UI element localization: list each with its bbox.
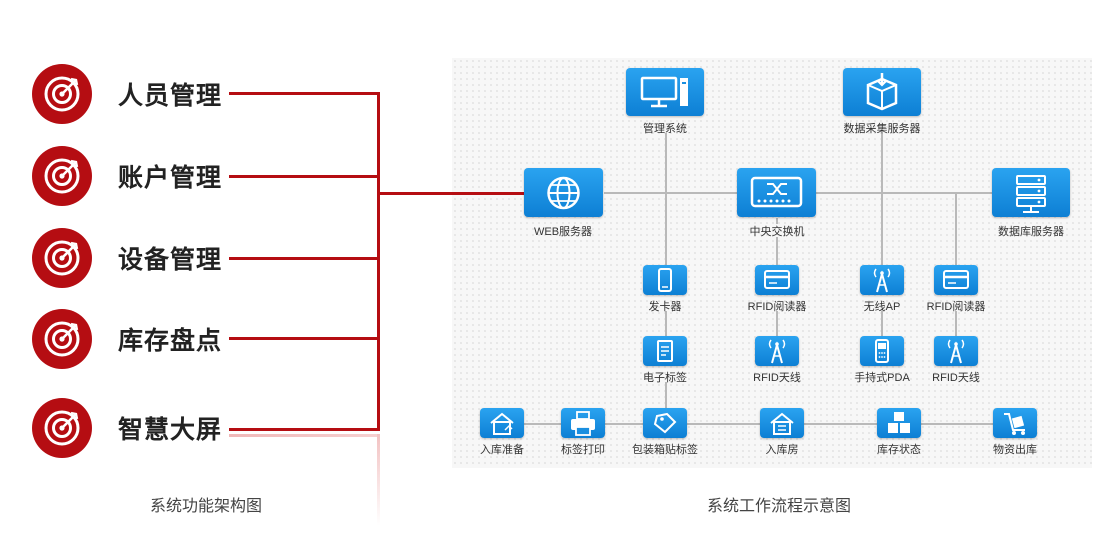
target-icon — [32, 228, 92, 288]
module-account: 账户管理 — [32, 146, 221, 206]
node-label: WEB服务器 — [533, 226, 593, 238]
flow-line — [665, 382, 667, 408]
module-personnel: 人员管理 — [32, 64, 221, 124]
node-label: RFID天线 — [932, 372, 980, 384]
flow-line — [881, 133, 883, 265]
globe-icon — [524, 168, 603, 217]
flow-line — [665, 311, 667, 336]
warehouse-icon — [760, 408, 804, 438]
flow-line — [881, 311, 883, 336]
target-icon — [32, 146, 92, 206]
node-label: 电子标签 — [643, 372, 687, 384]
node-label: RFID天线 — [753, 372, 801, 384]
node-label: 数据库服务器 — [998, 226, 1064, 238]
flow-line — [665, 133, 667, 265]
connector-line — [229, 428, 379, 431]
module-label: 智慧大屏 — [118, 416, 223, 444]
target-icon — [32, 309, 92, 369]
node-label: 库存状态 — [877, 444, 921, 456]
phone-icon — [643, 265, 687, 295]
flow-line — [776, 218, 778, 224]
node-label: 包装箱贴标签 — [632, 444, 698, 456]
box-icon — [843, 68, 921, 116]
node-label: 入库准备 — [480, 444, 524, 456]
node-label: 标签打印 — [561, 444, 605, 456]
antenna-icon — [755, 336, 799, 366]
node-label: 物资出库 — [993, 444, 1037, 456]
boxes-icon — [877, 408, 921, 438]
target-icon — [32, 64, 92, 124]
node-label: 手持式PDA — [854, 372, 910, 384]
fade-line — [377, 434, 380, 526]
connector-line — [229, 257, 379, 260]
flow-line — [955, 311, 957, 336]
connector-line — [229, 175, 379, 178]
module-label: 库存盘点 — [118, 327, 223, 355]
node-label: 数据采集服务器 — [843, 123, 921, 135]
trunk-line — [377, 92, 380, 431]
connector-line — [229, 337, 379, 340]
node-label: 无线AP — [863, 301, 901, 313]
switch-icon — [737, 168, 816, 217]
flow-line — [776, 237, 778, 265]
module-dashboard: 智慧大屏 — [32, 398, 221, 458]
target-icon — [32, 398, 92, 458]
fade-line — [229, 434, 379, 437]
wireless-tower-icon — [860, 265, 904, 295]
antenna-icon — [934, 336, 978, 366]
flow-diagram-background — [452, 58, 1092, 468]
node-label: 管理系统 — [643, 123, 687, 135]
card-reader-icon — [755, 265, 799, 295]
tag-icon — [643, 336, 687, 366]
node-label: 入库房 — [765, 444, 799, 456]
module-label: 设备管理 — [118, 246, 223, 274]
flow-line — [955, 193, 957, 265]
warehouse-icon — [480, 408, 524, 438]
module-device: 设备管理 — [32, 228, 221, 288]
workflow-caption: 系统工作流程示意图 — [707, 498, 852, 515]
flow-line — [776, 311, 778, 336]
pda-icon — [860, 336, 904, 366]
trunk-to-web-line — [377, 192, 525, 195]
card-reader-icon — [934, 265, 978, 295]
module-label: 人员管理 — [118, 82, 223, 110]
node-label: 中央交换机 — [749, 226, 805, 238]
price-tag-icon — [643, 408, 687, 438]
connector-line — [229, 92, 379, 95]
node-label: RFID阅读器 — [747, 301, 807, 313]
node-label: 发卡器 — [648, 301, 682, 313]
node-label: RFID阅读器 — [926, 301, 986, 313]
monitor-icon — [626, 68, 704, 116]
module-inventory: 库存盘点 — [32, 309, 221, 369]
architecture-caption: 系统功能架构图 — [150, 498, 263, 515]
printer-icon — [561, 408, 605, 438]
module-label: 账户管理 — [118, 164, 223, 192]
server-rack-icon — [992, 168, 1070, 217]
hand-truck-icon — [993, 408, 1037, 438]
